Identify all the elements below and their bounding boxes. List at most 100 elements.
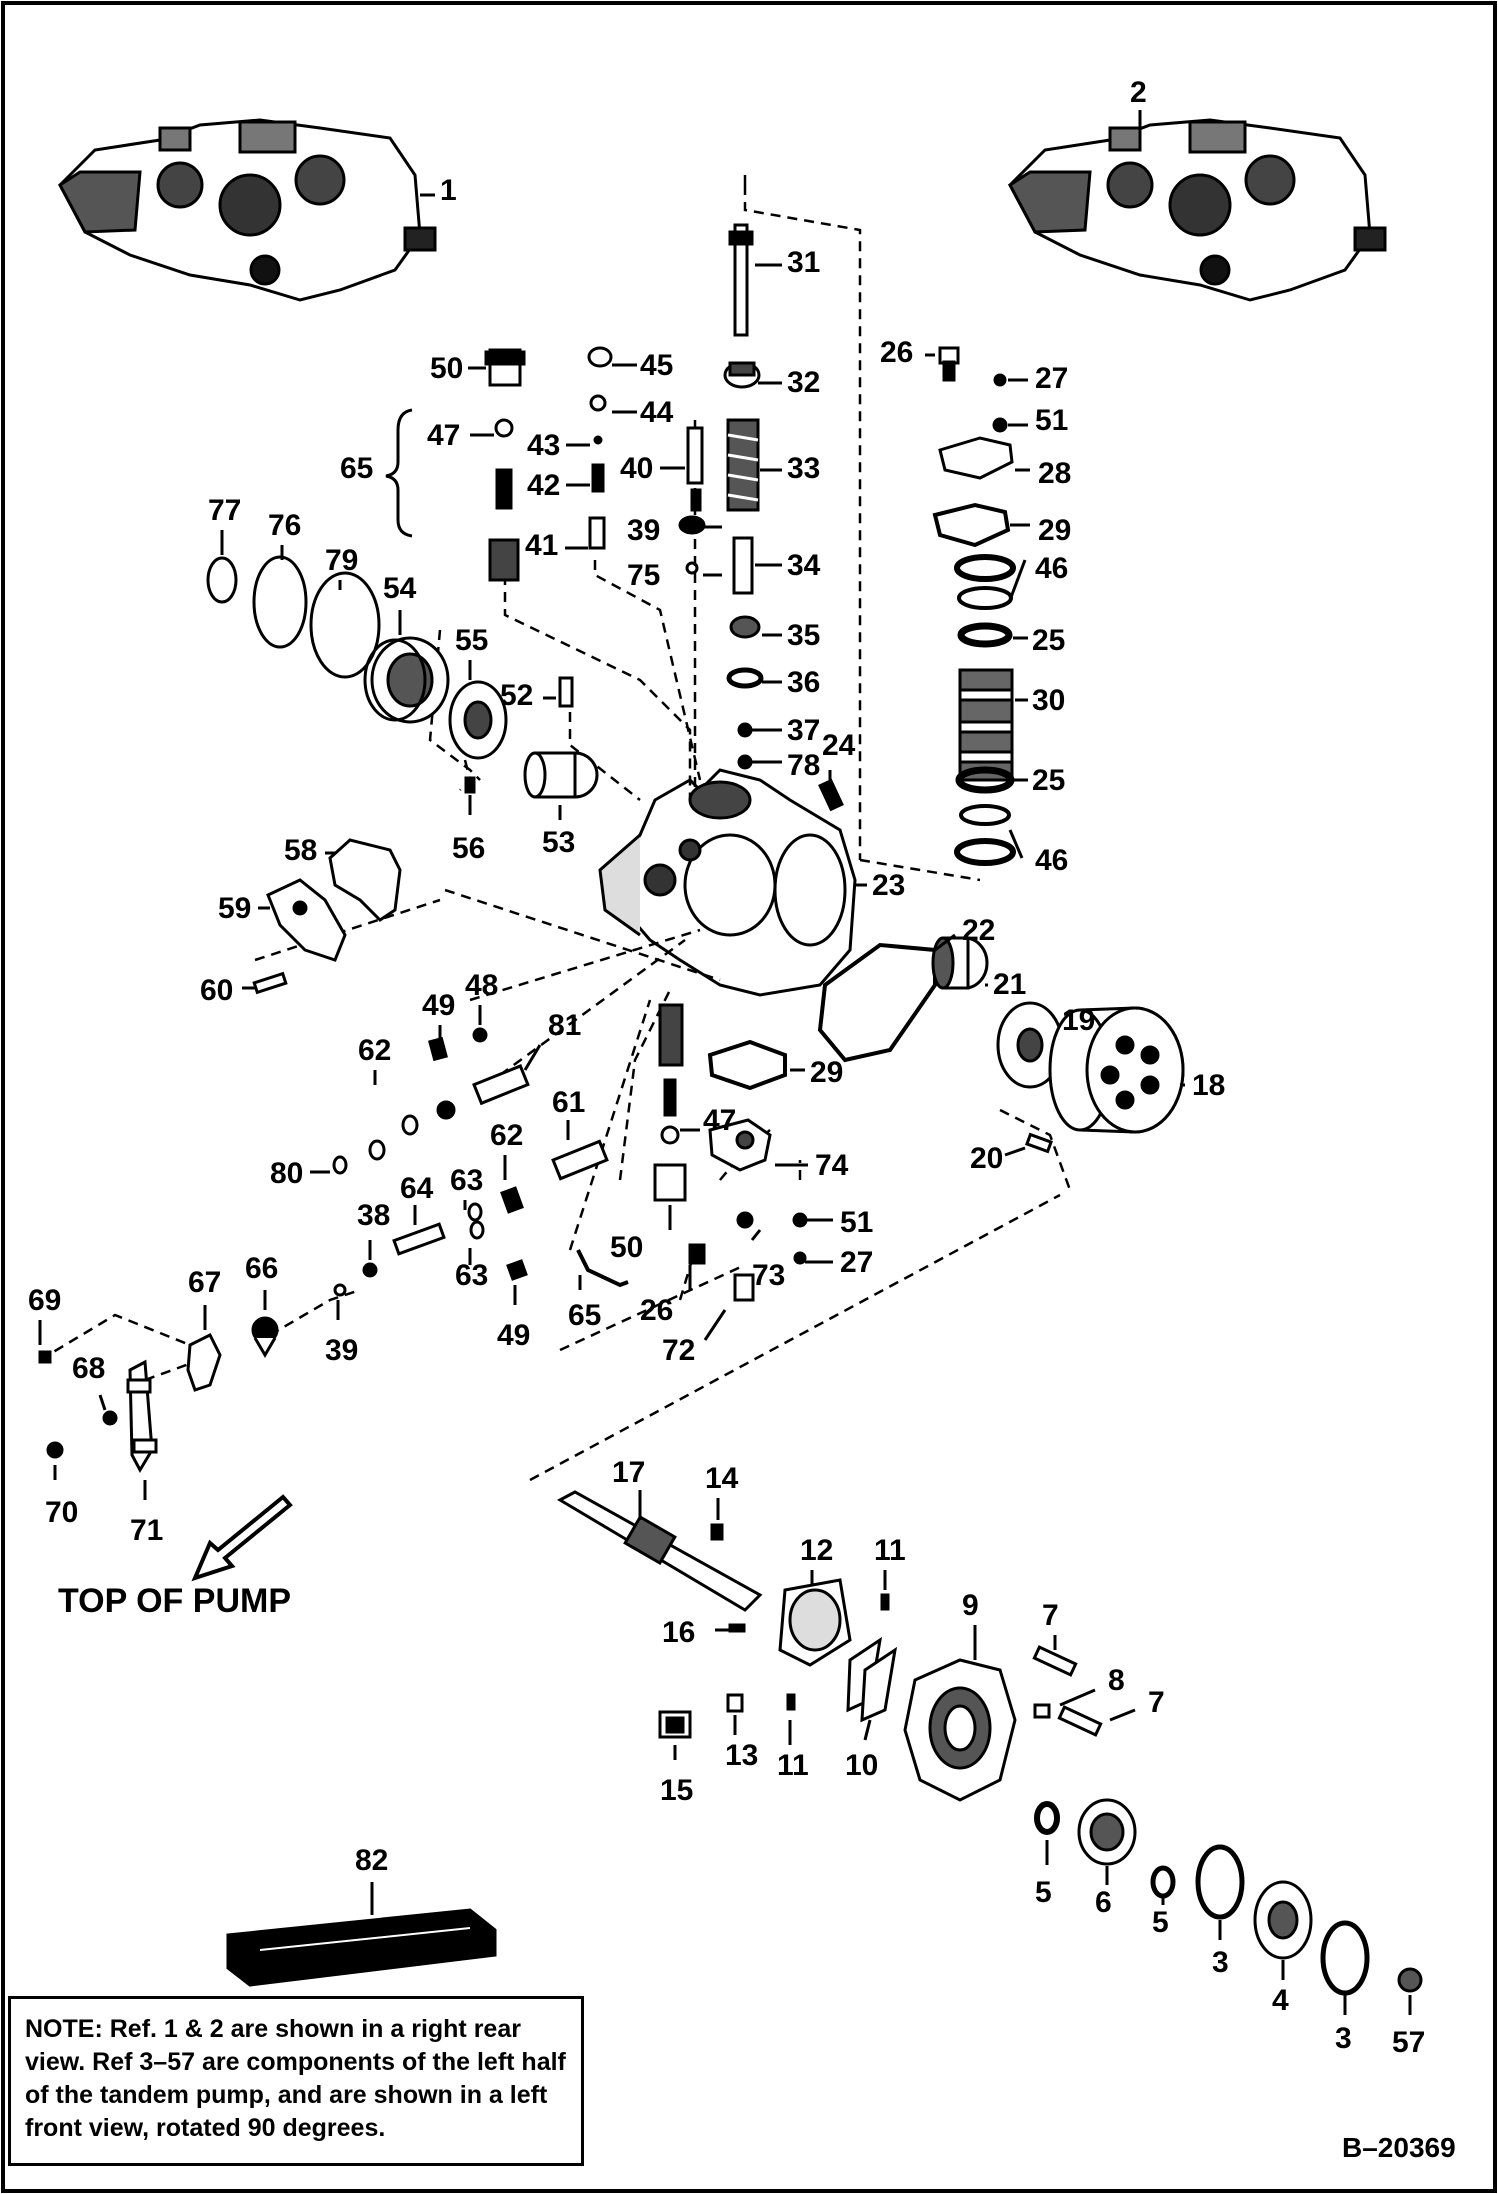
leader-line-20 — [1004, 1146, 1026, 1157]
part-label-38: 38 — [357, 1199, 390, 1232]
part-label-29b: 29 — [810, 1056, 843, 1089]
part-label-39b: 39 — [325, 1334, 358, 1367]
part-label-71: 71 — [130, 1514, 163, 1547]
part-label-23: 23 — [872, 869, 905, 902]
part-label-8: 8 — [1108, 1664, 1125, 1697]
part-labels: 1233455677891011111213141516171819202122… — [28, 76, 1425, 2059]
part-label-51b: 51 — [840, 1206, 873, 1239]
leader-line-7b — [1109, 1708, 1136, 1722]
part-label-37: 37 — [787, 714, 820, 747]
part-label-57: 57 — [1392, 2026, 1425, 2059]
part-label-24: 24 — [822, 729, 856, 762]
note-prefix: NOTE: — [25, 2015, 103, 2043]
part-label-44: 44 — [640, 396, 674, 429]
left-parts — [38, 555, 629, 1474]
group-brace — [385, 408, 413, 538]
part-label-19: 19 — [1062, 1004, 1095, 1037]
part-label-50a: 50 — [430, 352, 463, 385]
part-label-3a: 3 — [1212, 1946, 1229, 1979]
part-label-45: 45 — [640, 349, 673, 382]
part-label-59: 59 — [218, 892, 251, 925]
part-label-65a: 65 — [340, 452, 373, 485]
part-label-80: 80 — [270, 1157, 303, 1190]
part-label-66: 66 — [245, 1252, 278, 1285]
part-label-13: 13 — [725, 1739, 758, 1772]
part-label-17: 17 — [612, 1456, 645, 1489]
part-label-75: 75 — [627, 559, 660, 592]
top-of-pump-label: TOP OF PUMP — [58, 1582, 291, 1620]
part-label-6: 6 — [1095, 1886, 1112, 1919]
leader-line-8 — [1059, 1688, 1096, 1707]
part-label-5a: 5 — [1035, 1876, 1052, 1909]
part-label-49b: 49 — [497, 1319, 530, 1352]
part-label-62b: 62 — [490, 1119, 523, 1152]
part-label-47a: 47 — [427, 419, 460, 452]
part-label-10: 10 — [845, 1749, 878, 1782]
part-label-33: 33 — [787, 452, 820, 485]
part-label-81: 81 — [548, 1009, 581, 1042]
leader-lines — [38, 110, 1412, 2015]
top-of-pump-arrow — [191, 1494, 293, 1582]
part-label-25a: 25 — [1032, 624, 1065, 657]
pump-housing — [598, 768, 857, 997]
part-label-12: 12 — [800, 1534, 833, 1567]
part-label-56: 56 — [452, 832, 485, 865]
part-label-46a: 46 — [1035, 552, 1068, 585]
part-label-9: 9 — [962, 1589, 979, 1622]
drawing-reference-code: B–20369 — [1342, 2132, 1456, 2163]
part-label-63a: 63 — [450, 1164, 483, 1197]
part-label-3b: 3 — [1335, 2022, 1352, 2055]
part-label-61: 61 — [552, 1086, 585, 1119]
part-label-18: 18 — [1192, 1069, 1225, 1102]
part-label-43: 43 — [527, 429, 560, 462]
part-label-15: 15 — [660, 1774, 693, 1807]
top-stack-parts — [484, 223, 1016, 866]
leader-line-81 — [523, 1044, 542, 1071]
part-label-64: 64 — [400, 1172, 434, 1205]
part-label-63b: 63 — [455, 1259, 488, 1292]
part-label-74: 74 — [815, 1149, 849, 1182]
part-label-78: 78 — [787, 749, 820, 782]
part-label-42: 42 — [527, 469, 560, 502]
part-label-72: 72 — [662, 1334, 695, 1367]
part-label-1: 1 — [440, 174, 457, 207]
part-label-29a: 29 — [1038, 514, 1071, 547]
part-label-53: 53 — [542, 826, 575, 859]
leader-line-46a — [1008, 559, 1027, 601]
part-label-27a: 27 — [1035, 362, 1068, 395]
part-label-14: 14 — [705, 1462, 739, 1495]
note-box: NOTE: Ref. 1 & 2 are shown in a right re… — [8, 1996, 584, 2166]
pump-assembly-left — [58, 118, 437, 302]
part-label-58: 58 — [284, 834, 317, 867]
part-label-11a: 11 — [874, 1534, 906, 1567]
part-label-48: 48 — [465, 969, 498, 1002]
part-label-54: 54 — [383, 572, 417, 605]
part-label-27b: 27 — [840, 1246, 873, 1279]
part-label-82: 82 — [355, 1844, 388, 1877]
part-label-55: 55 — [455, 624, 488, 657]
part-label-32: 32 — [787, 366, 820, 399]
note-text: Ref. 1 & 2 are shown in a right rear vie… — [25, 2015, 566, 2142]
part-label-5b: 5 — [1152, 1906, 1169, 1939]
part-label-69: 69 — [28, 1284, 61, 1317]
part-label-39a: 39 — [627, 514, 660, 547]
part-label-76: 76 — [268, 509, 301, 542]
part-label-7b: 7 — [1148, 1686, 1165, 1719]
leader-line-68 — [98, 1394, 107, 1411]
leader-line-22 — [934, 933, 956, 952]
leader-line-73 — [750, 1229, 762, 1241]
part-label-22: 22 — [962, 914, 995, 947]
part-label-52: 52 — [500, 679, 533, 712]
part-label-65b: 65 — [568, 1299, 601, 1332]
leader-line-72 — [703, 1309, 727, 1341]
part-label-49a: 49 — [422, 989, 455, 1022]
shaft-group — [226, 1490, 1423, 1996]
part-label-16: 16 — [662, 1616, 695, 1649]
part-label-79: 79 — [325, 544, 358, 577]
part-label-30: 30 — [1032, 684, 1065, 717]
pump-assembly-right — [1008, 118, 1387, 302]
part-label-70: 70 — [45, 1496, 78, 1529]
part-label-46b: 46 — [1035, 844, 1068, 877]
